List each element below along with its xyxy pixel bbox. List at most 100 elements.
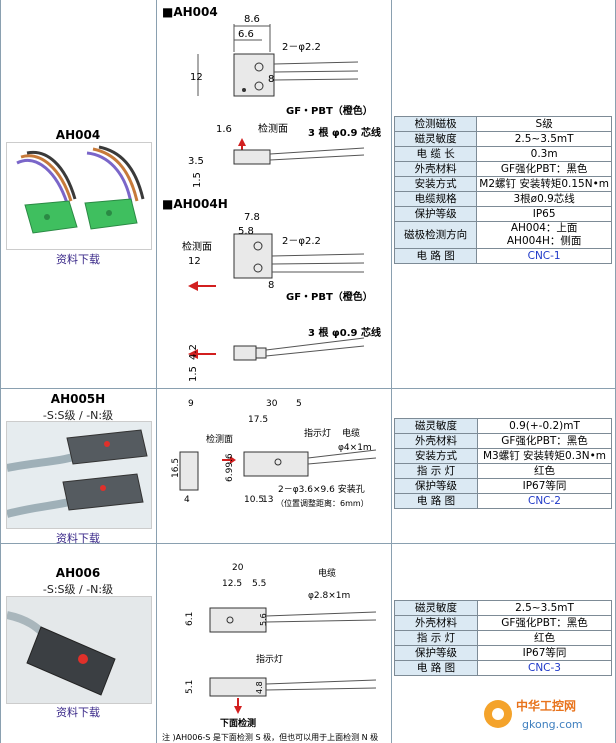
dim-label: 5.6 xyxy=(259,613,268,626)
spec-value: GF强化PBT：黑色 xyxy=(476,161,612,177)
spec-key: 电 缆 长 xyxy=(393,146,478,162)
spec-value-line: AH004H：侧面 xyxy=(506,235,582,247)
model-variants: -S:S级 / -N:级 xyxy=(42,409,114,422)
dim-label: 13 xyxy=(262,495,273,505)
drawing-note: 注 )AH006-S 是下面检测 S 极，但也可以用于上面检测 N 极 xyxy=(162,732,378,742)
dim-label: 1.6 xyxy=(216,124,232,135)
dimension-drawing-ah004: ■AH004 8.6 6.6 2－φ2.2 12 8 GF・PBT（橙色） 1.… xyxy=(162,5,381,382)
dim-label: 1.5 xyxy=(188,366,199,382)
spec-value: IP67等同 xyxy=(477,645,612,661)
dim-label: 12.5 xyxy=(222,579,242,589)
model-name: AH006 xyxy=(55,566,101,580)
watermark-logo: 中华工控网 gkong.com xyxy=(478,692,612,736)
dim-label: 电缆 xyxy=(318,567,336,579)
spec-value: 2.5~3.5mT xyxy=(476,131,612,147)
spec-key: 保护等级 xyxy=(394,478,478,494)
dim-label: 9 xyxy=(188,399,194,409)
spec-value: 红色 xyxy=(477,630,612,646)
dim-label: 5.1 xyxy=(185,680,195,694)
spec-row: 指 示 灯红色 xyxy=(394,463,612,479)
dim-label: （位置调整距离：6mm） xyxy=(276,498,369,508)
dim-label: 1.5 xyxy=(192,172,203,188)
circuit-diagram-link[interactable]: CNC-3 xyxy=(477,660,612,676)
dim-label: 10.5 xyxy=(244,495,264,505)
spec-value: 0.9(+-0.2)mT xyxy=(477,418,612,434)
spec-value: M3螺钉 安装转矩0.3N•m xyxy=(477,448,612,464)
spec-key: 保护等级 xyxy=(394,645,478,661)
dim-label: 30 xyxy=(266,399,278,409)
spec-key: 电 路 图 xyxy=(393,248,478,264)
download-link[interactable]: 资料下载 xyxy=(56,253,100,266)
watermark-text: gkong.com xyxy=(522,718,583,731)
dim-label: 指示灯 xyxy=(256,653,283,665)
dim-label: 检测面 xyxy=(258,122,288,135)
dim-label: 2－φ2.2 xyxy=(282,42,321,53)
dim-label: 8 xyxy=(268,280,274,291)
spec-value: GF强化PBT：黑色 xyxy=(477,615,612,631)
product-photo-ah006 xyxy=(6,596,152,704)
grid-line xyxy=(0,543,616,544)
grid-line xyxy=(391,0,392,743)
material-label: GF・PBT（橙色） xyxy=(286,104,373,117)
spec-key: 外壳材料 xyxy=(394,615,478,631)
dim-label: φ2.8×1m xyxy=(308,591,350,601)
dim-label: φ4×1m xyxy=(338,443,372,453)
download-link[interactable]: 资料下载 xyxy=(56,706,100,719)
watermark-text: 中华工控网 xyxy=(516,698,576,713)
dim-label: 3 根 φ0.9 芯线 xyxy=(308,326,381,339)
model-name: AH004 xyxy=(55,128,101,142)
dim-label: 检测面 xyxy=(206,433,233,445)
dim-label: 8.6 xyxy=(244,14,260,25)
spec-value: GF强化PBT：黑色 xyxy=(477,433,612,449)
spec-key: 检测磁极 xyxy=(393,116,478,132)
dim-label: 2－φ2.2 xyxy=(282,236,321,247)
circuit-diagram-link[interactable]: CNC-2 xyxy=(477,493,612,509)
dim-label: 检测面 xyxy=(182,240,212,253)
gear-icon: 中华工控网 gkong.com xyxy=(484,698,583,731)
spec-key: 电 路 图 xyxy=(394,493,478,509)
dim-label: 16.5 xyxy=(171,458,181,478)
spec-value: S级 xyxy=(476,116,612,132)
dim-label: 8 xyxy=(268,74,274,85)
model-name: AH005H xyxy=(50,392,106,406)
material-label: GF・PBT（橙色） xyxy=(286,290,373,303)
spec-value: 2.5~3.5mT xyxy=(477,600,612,616)
dim-label: 3.5 xyxy=(188,156,204,167)
spec-key: 磁灵敏度 xyxy=(394,600,478,616)
dim-label: 4.2 xyxy=(188,344,199,360)
model-variants: -S:S级 / -N:级 xyxy=(42,583,114,596)
drawing-title: ■AH004H xyxy=(162,197,228,211)
spec-value: 红色 xyxy=(477,463,612,479)
drawing-title: ■AH004 xyxy=(162,5,218,19)
dim-label: 20 xyxy=(232,563,244,573)
dim-label: 12 xyxy=(190,72,203,83)
dim-label: 6.99.6 xyxy=(225,453,235,482)
grid-line xyxy=(156,0,157,743)
product-photo-ah004 xyxy=(6,142,152,250)
dim-label: 3 根 φ0.9 芯线 xyxy=(308,126,381,139)
spec-value-line: AH004：上面 xyxy=(510,222,578,234)
spec-key: 磁灵敏度 xyxy=(393,131,478,147)
spec-key: 外壳材料 xyxy=(394,433,478,449)
circuit-diagram-link[interactable]: CNC-1 xyxy=(476,248,612,264)
download-link[interactable]: 资料下载 xyxy=(56,532,100,545)
